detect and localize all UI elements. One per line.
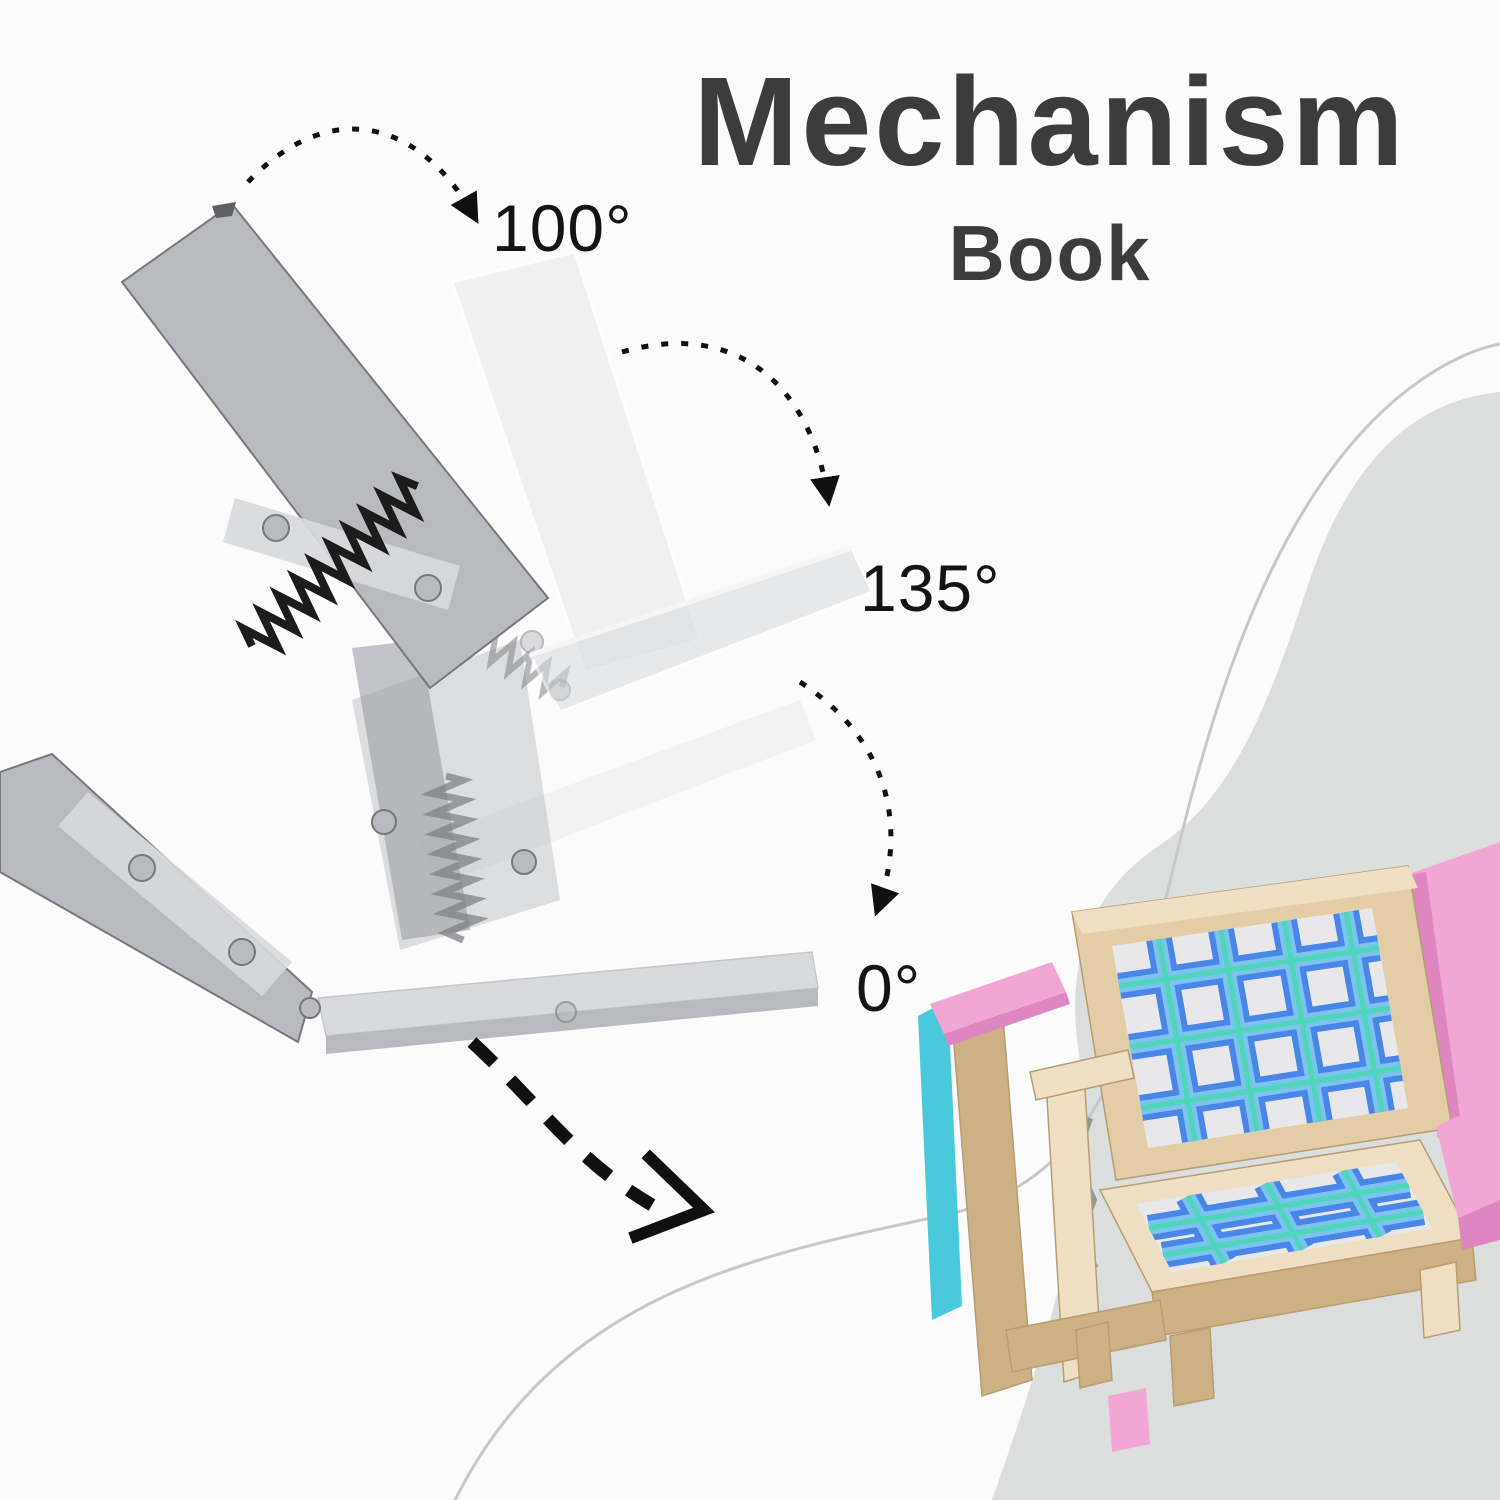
sofa-seat-cushion <box>1436 1098 1500 1218</box>
spring-main-icon <box>235 471 425 656</box>
sofa-leg-right <box>1419 1261 1461 1339</box>
sofa-side-panel-teal <box>918 1000 962 1320</box>
angle-label-100: 100° <box>492 191 633 265</box>
angle-label-0: 0° <box>856 951 922 1025</box>
bold-arrow-head-icon <box>628 1149 715 1244</box>
page-subtitle: Book <box>948 209 1152 297</box>
sofa-illustration <box>918 842 1500 1452</box>
sofa-arm-rail <box>1029 1049 1135 1101</box>
sofa-seat-cushion-front <box>1458 1200 1500 1250</box>
sofa-seat-webbing <box>1146 1163 1426 1270</box>
sofa-back-frame-top <box>1072 866 1418 934</box>
mechanism-illustration <box>0 202 875 1054</box>
dotted-arrow-100-icon <box>246 126 479 224</box>
sofa-arm-top-bar-side <box>944 992 1070 1046</box>
screw <box>371 809 397 835</box>
angle-arrows <box>246 126 900 1244</box>
hinge-pivot <box>299 997 321 1019</box>
screw <box>228 938 256 966</box>
bold-arrow-icon <box>467 1037 656 1211</box>
dotted-arrow-135-icon <box>621 341 840 507</box>
plate-135deg-highlight <box>529 545 853 658</box>
sofa-back-webbing <box>1117 909 1403 1144</box>
screw <box>511 849 537 875</box>
sofa-leg-left <box>1169 1327 1215 1407</box>
dotted-arrow-0-icon <box>798 679 900 917</box>
screw <box>262 514 290 542</box>
sofa-arm-top-bar <box>930 962 1066 1034</box>
screw <box>414 574 442 602</box>
hinge-strap <box>352 640 470 940</box>
screw <box>555 1001 577 1023</box>
screw <box>128 854 156 882</box>
angle-label-135: 135° <box>860 551 1001 625</box>
plate-upright-edge <box>212 202 236 218</box>
page-title: Mechanism <box>693 51 1407 192</box>
spring-vertical-icon <box>420 772 489 944</box>
sofa-foot-pink <box>1108 1388 1150 1452</box>
ghost-plate-mid-low <box>420 700 816 885</box>
sofa-bottom-block <box>1075 1321 1113 1389</box>
